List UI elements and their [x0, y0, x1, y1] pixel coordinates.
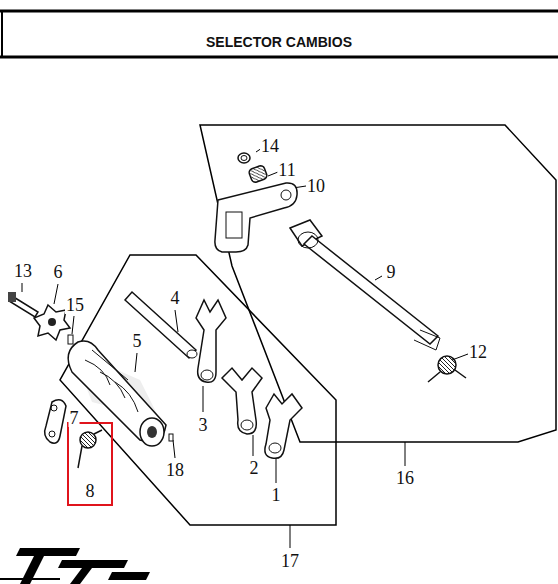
- callout-number: 16: [395, 469, 415, 487]
- callout-number: 6: [53, 263, 64, 281]
- callout-number: 8: [69, 482, 111, 500]
- callout-number: 4: [170, 289, 181, 307]
- callout-number: 9: [386, 263, 397, 281]
- callout-number: 5: [132, 332, 143, 350]
- callout-number: 14: [260, 137, 280, 155]
- callout-number: 10: [306, 177, 326, 195]
- callout-number: 15: [65, 296, 85, 314]
- callout-number: 13: [13, 262, 33, 280]
- callout-number: 7: [69, 409, 80, 427]
- highlight-box: 8: [67, 422, 113, 506]
- callout-number: 1: [271, 486, 282, 504]
- callout-number: 11: [277, 161, 296, 179]
- callout-number: 17: [280, 552, 300, 570]
- callout-number: 3: [198, 416, 209, 434]
- callout-number: 12: [468, 343, 488, 361]
- page-title: SELECTOR CAMBIOS: [0, 34, 558, 50]
- callout-number: 2: [249, 459, 260, 477]
- callout-number: 18: [165, 461, 185, 479]
